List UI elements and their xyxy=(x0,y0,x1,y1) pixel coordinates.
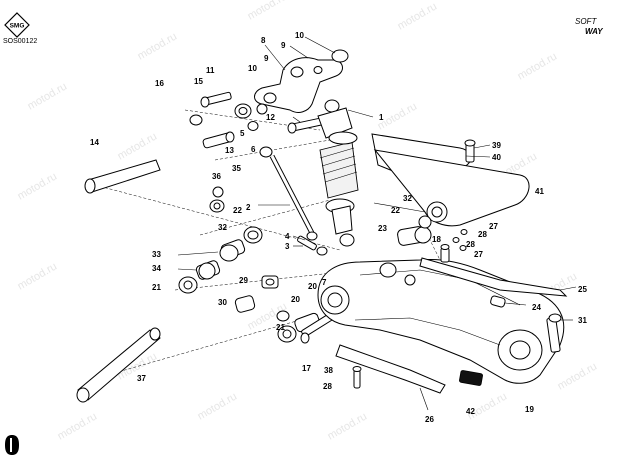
callout-25: 25 xyxy=(578,285,587,294)
washer-35-36 xyxy=(209,186,225,213)
callout-4: 4 xyxy=(285,232,290,241)
bolt-39 xyxy=(464,139,476,163)
callout-30: 30 xyxy=(218,298,227,307)
callout-40: 40 xyxy=(492,153,501,162)
callout-17: 17 xyxy=(302,364,311,373)
callout-5: 5 xyxy=(240,129,245,138)
callout-35: 35 xyxy=(232,164,241,173)
callout-16: 16 xyxy=(155,79,164,88)
callout-22: 22 xyxy=(233,206,242,215)
callout-24: 24 xyxy=(532,303,541,312)
bushing-set-right xyxy=(397,201,448,246)
callout-37: 37 xyxy=(137,374,146,383)
callout-7: 7 xyxy=(322,278,327,287)
watermark: motod.ru xyxy=(196,390,240,422)
chain-guard-26 xyxy=(335,344,446,394)
callout-41: 41 xyxy=(535,187,544,196)
callout-19: 19 xyxy=(525,405,534,414)
callout-21: 21 xyxy=(152,283,161,292)
fastener-set-18 xyxy=(440,229,468,263)
callout-8: 8 xyxy=(261,36,266,45)
watermark: motod.ru xyxy=(246,0,290,23)
callout-14: 14 xyxy=(90,138,99,147)
callout-10: 10 xyxy=(248,64,257,73)
callout-28: 28 xyxy=(478,230,487,239)
bushing-group-upper xyxy=(234,103,268,131)
callout-28: 28 xyxy=(466,240,475,249)
model-badge-icon: SMG xyxy=(4,12,30,38)
callout-9: 9 xyxy=(264,54,269,63)
callout-1: 1 xyxy=(379,113,384,122)
watermark: motod.ru xyxy=(136,30,180,62)
callout-20: 20 xyxy=(291,295,300,304)
callout-21: 21 xyxy=(276,323,285,332)
axle-14 xyxy=(84,159,161,194)
badge-text: SMG xyxy=(10,23,25,30)
rocker-linkage xyxy=(254,49,349,113)
callout-22: 22 xyxy=(391,206,400,215)
callout-34: 34 xyxy=(152,264,161,273)
watermark: motod.ru xyxy=(56,410,100,442)
callout-13: 13 xyxy=(225,146,234,155)
spacer-13 xyxy=(202,131,235,149)
callout-27: 27 xyxy=(474,250,483,259)
callout-9: 9 xyxy=(281,41,286,50)
bushing-set-lower xyxy=(276,310,321,343)
watermark: motod.ru xyxy=(396,0,440,32)
corner-mark-icon xyxy=(5,435,19,455)
leader-lines xyxy=(177,36,577,411)
callout-11: 11 xyxy=(206,66,215,75)
axle-37 xyxy=(76,327,161,403)
softway-logo: SOFT WAY xyxy=(575,17,603,36)
tie-rod-2 xyxy=(259,146,318,241)
watermark: motod.ru xyxy=(116,130,160,162)
brand-line1: SOFT xyxy=(575,17,597,26)
callout-12: 12 xyxy=(266,113,275,122)
chain-slider-25 xyxy=(419,257,568,297)
callout-15: 15 xyxy=(194,77,203,86)
watermark: motod.ru xyxy=(516,50,560,82)
watermark: motod.ru xyxy=(326,410,370,442)
callout-2: 2 xyxy=(246,203,251,212)
washer-16 xyxy=(189,114,203,126)
swing-arm xyxy=(317,259,565,384)
callout-23: 23 xyxy=(378,224,387,233)
callout-28: 28 xyxy=(323,382,332,391)
callout-18: 18 xyxy=(432,235,441,244)
drawing-code: SOS00122 xyxy=(3,38,38,45)
callout-36: 36 xyxy=(212,172,221,181)
watermark: motod.ru xyxy=(26,80,70,112)
watermark: motod.ru xyxy=(556,360,600,392)
callout-32: 32 xyxy=(403,194,412,203)
brand-line2: WAY xyxy=(585,27,603,36)
callout-labels: 1 2 3 4 5 6 7 8 9 9 10 10 11 12 13 14 15… xyxy=(90,31,587,424)
callout-33: 33 xyxy=(152,250,161,259)
callout-38: 38 xyxy=(324,366,333,375)
watermark: motod.ru xyxy=(16,260,60,292)
callout-3: 3 xyxy=(285,242,290,251)
callout-6: 6 xyxy=(251,145,256,154)
pad-42 xyxy=(459,370,483,386)
callout-10: 10 xyxy=(295,31,304,40)
callout-20: 20 xyxy=(308,282,317,291)
screw-38 xyxy=(352,366,362,389)
callout-32: 32 xyxy=(218,223,227,232)
callout-39: 39 xyxy=(492,141,501,150)
callout-26: 26 xyxy=(425,415,434,424)
callout-31: 31 xyxy=(578,316,587,325)
bushing-set-left xyxy=(178,226,263,294)
callout-27: 27 xyxy=(489,222,498,231)
bolt-31 xyxy=(546,313,562,353)
bushing-24 xyxy=(490,295,506,308)
bolt-3 xyxy=(297,235,328,256)
callout-42: 42 xyxy=(466,407,475,416)
callout-29: 29 xyxy=(239,276,248,285)
shock-absorber xyxy=(317,99,359,247)
bolt-11 xyxy=(200,91,232,108)
bushing-29 xyxy=(261,275,279,289)
bushing-30 xyxy=(234,295,256,313)
watermark: motod.ru xyxy=(16,170,60,202)
